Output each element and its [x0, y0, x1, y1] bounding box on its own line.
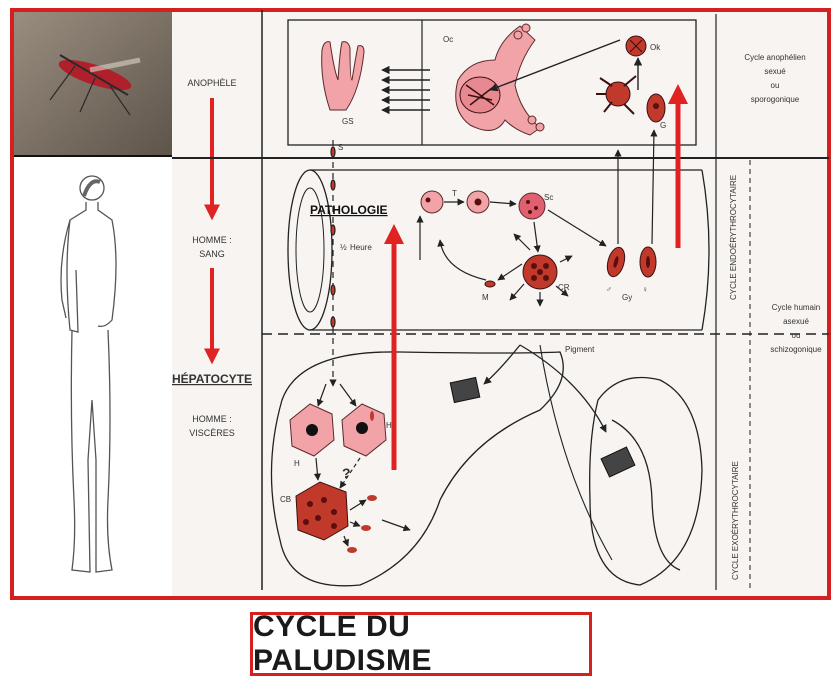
side-humain-3: ou	[792, 331, 801, 340]
side-cycle-endo: CYCLE ENDOÉRYTHROCYTAIRE	[729, 175, 738, 300]
label-hepatocyte: HÉPATOCYTE	[172, 371, 252, 386]
label-pathologie: PATHOLOGIE	[310, 203, 388, 217]
label-half: ½	[340, 243, 347, 252]
label-s: S	[338, 143, 343, 152]
label-homme-visceres-2: VISCÈRES	[189, 428, 235, 438]
label-sc: Sc	[544, 193, 553, 202]
label-cb: CB	[280, 495, 291, 504]
label-question: ?	[342, 465, 351, 481]
label-anophele: ANOPHÈLE	[187, 78, 236, 88]
label-g: G	[660, 121, 666, 130]
title-box: CYCLE DU PALUDISME	[250, 612, 592, 676]
side-anophelien-3: ou	[771, 81, 780, 90]
label-male: ♂	[606, 285, 612, 294]
label-t: T	[452, 189, 457, 198]
side-humain-1: Cycle humain	[772, 303, 820, 312]
label-homme-visceres-1: HOMME :	[192, 414, 232, 424]
mosquito-photo	[12, 10, 172, 156]
human-figure	[61, 176, 116, 572]
label-m: M	[482, 293, 489, 302]
label-gy: Gy	[622, 293, 632, 302]
label-pigment: Pigment	[565, 345, 595, 354]
label-female: ♀	[642, 285, 648, 294]
side-humain-4: schizogonique	[770, 345, 822, 354]
side-anophelien-4: sporogonique	[751, 95, 800, 104]
side-humain-2: asexué	[783, 317, 809, 326]
side-cycle-exo: CYCLE EXOÉRYTHROCYTAIRE	[731, 461, 740, 580]
label-homme-sang-2: SANG	[199, 249, 225, 259]
label-gs: GS	[342, 117, 354, 126]
side-anophelien-2: sexué	[764, 67, 786, 76]
diagram-title: CYCLE DU PALUDISME	[253, 610, 589, 678]
label-heure: Heure	[350, 243, 372, 252]
side-anophelien-1: Cycle anophélien	[744, 53, 805, 62]
label-ok: Ok	[650, 43, 661, 52]
label-h: H	[294, 459, 300, 468]
label-oc: Oc	[443, 35, 453, 44]
label-homme-sang-1: HOMME :	[192, 235, 232, 245]
label-cr: CR	[558, 283, 570, 292]
